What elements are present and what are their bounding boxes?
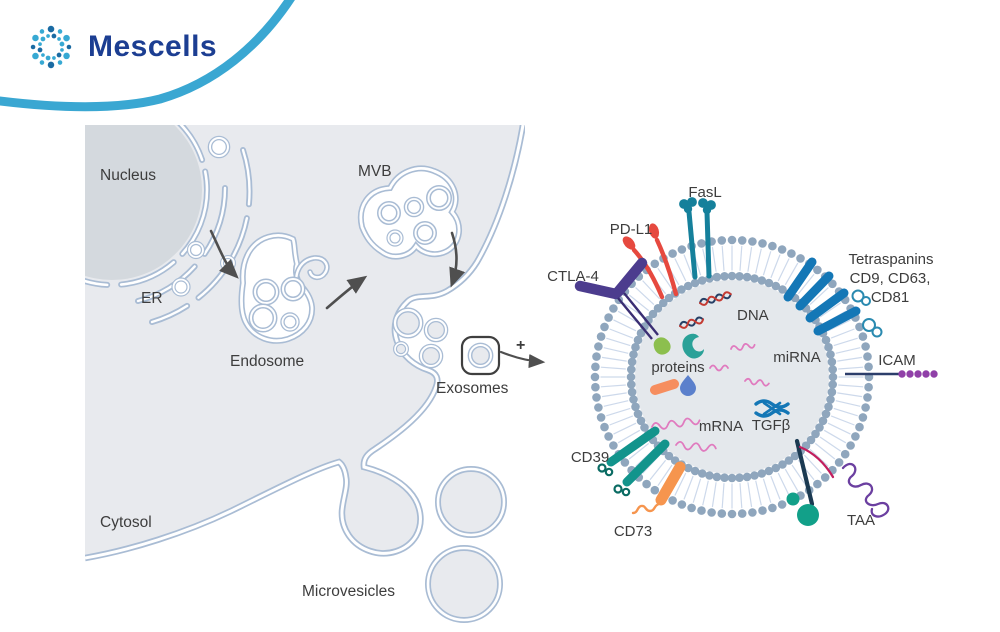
pdl1-protein	[622, 223, 679, 300]
mescells-logo: Mescells	[26, 22, 217, 72]
ctla4-label: CTLA-4	[547, 268, 599, 285]
exosome-structure: FasL PD-L1 CTLA-4 Tetraspanins CD9, CD63…	[547, 184, 938, 540]
nucleus-label: Nucleus	[100, 167, 156, 184]
arrow-nucleus-endosome	[209, 229, 239, 279]
proteins-label: proteins	[651, 359, 704, 376]
dna-cargo	[679, 291, 732, 329]
cd39-protein	[597, 426, 670, 497]
ctla4-protein	[574, 257, 659, 340]
taa-label: TAA	[847, 512, 875, 529]
mrna-label: mRNA	[699, 418, 743, 435]
tgfb-label: TGFβ	[752, 417, 791, 434]
endosome	[238, 232, 330, 344]
er-label: ER	[141, 290, 163, 307]
swoosh-curve	[0, 0, 295, 112]
cytosol-label: Cytosol	[100, 514, 152, 531]
mvb-vesicles	[377, 185, 452, 247]
cd39-label: CD39	[571, 449, 609, 466]
mirna-label: miRNA	[773, 349, 821, 366]
endosome-label: Endosome	[230, 353, 304, 370]
microvesicles-label: Microvesicles	[302, 583, 395, 600]
mvb	[357, 165, 462, 260]
cd73-protein	[631, 461, 686, 515]
tetraspanins-label-line1: Tetraspanins	[848, 251, 933, 268]
pdl1-label: PD-L1	[610, 221, 653, 238]
tetraspanins-protein	[783, 257, 883, 338]
icam-label: ICAM	[878, 352, 916, 369]
dna-label: DNA	[737, 307, 769, 324]
arrow-mvb-membrane	[449, 231, 466, 288]
fasl-protein	[679, 197, 716, 280]
mescells-logo-icon	[30, 25, 72, 69]
cell-panel: Nucleus ER Endosome MVB Cytosol Microves…	[85, 125, 525, 623]
er-structure	[135, 147, 253, 325]
endosome-vesicles	[248, 276, 306, 333]
exosomes-label: Exosomes	[436, 380, 509, 397]
plus-sign: +	[516, 337, 525, 354]
fasl-label: FasL	[688, 184, 721, 201]
tgfb-cargo	[754, 399, 790, 418]
mvb-label: MVB	[358, 163, 392, 180]
exosome-box	[460, 335, 501, 376]
tetraspanins-label-line3: CD81	[871, 289, 909, 306]
exosome-release-site	[392, 307, 449, 369]
mrna-cargo	[651, 417, 717, 452]
icam-protein	[845, 370, 938, 378]
microvesicles	[425, 466, 507, 623]
brand-name: Mescells	[88, 30, 218, 63]
arrow-endosome-mvb	[325, 275, 368, 310]
plasma-membrane	[85, 125, 525, 562]
taa-protein	[786, 438, 890, 526]
header: Mescells	[0, 0, 1000, 120]
proteins-cargo	[650, 333, 704, 396]
release-arrow	[499, 350, 546, 369]
cd73-label: CD73	[614, 523, 652, 540]
mirna-cargo	[709, 343, 770, 387]
tetraspanins-label-line2: CD9, CD63,	[850, 270, 931, 287]
